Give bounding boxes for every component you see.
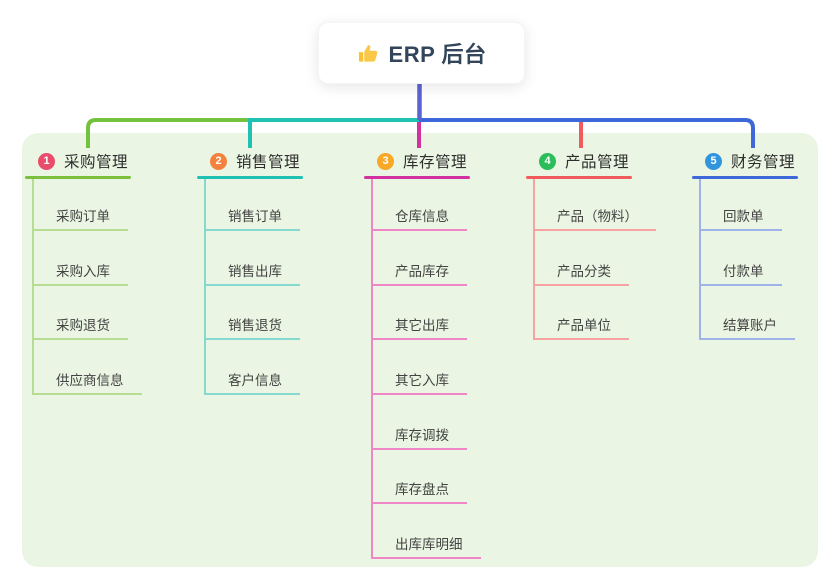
section-item[interactable]: 客户信息 xyxy=(204,371,300,395)
section-item[interactable]: 销售退货 xyxy=(204,316,300,340)
section-trunk-line xyxy=(371,179,373,559)
section-title-4[interactable]: 4 产品管理 xyxy=(539,151,629,171)
section-title-3[interactable]: 3 库存管理 xyxy=(377,151,467,171)
section-title-label: 库存管理 xyxy=(403,154,468,171)
section-number-badge: 3 xyxy=(377,152,394,170)
section-number-badge: 1 xyxy=(38,152,55,170)
section-item[interactable]: 其它入库 xyxy=(371,371,467,395)
section-item[interactable]: 回款单 xyxy=(699,207,782,231)
section-title-underline xyxy=(197,176,303,179)
section-item[interactable]: 仓库信息 xyxy=(371,207,467,231)
section-item[interactable]: 库存盘点 xyxy=(371,480,467,504)
section-item[interactable]: 采购入库 xyxy=(32,262,128,286)
section-item[interactable]: 销售订单 xyxy=(204,207,300,231)
section-trunk-line xyxy=(32,179,34,395)
mindmap-panel xyxy=(22,133,818,567)
section-item[interactable]: 结算账户 xyxy=(699,316,795,340)
section-trunk-line xyxy=(204,179,206,395)
section-title-label: 销售管理 xyxy=(236,154,301,171)
section-title-underline xyxy=(25,176,131,179)
section-item[interactable]: 产品（物料） xyxy=(533,207,656,231)
root-node-label: ERP 后台 xyxy=(388,42,487,67)
section-item[interactable]: 产品单位 xyxy=(533,316,629,340)
section-item[interactable]: 产品分类 xyxy=(533,262,629,286)
section-title-underline xyxy=(692,176,798,179)
section-trunk-line xyxy=(699,179,701,340)
section-item[interactable]: 产品库存 xyxy=(371,262,467,286)
section-number-badge: 2 xyxy=(210,152,227,170)
section-item[interactable]: 出库库明细 xyxy=(371,535,481,559)
section-title-label: 财务管理 xyxy=(731,154,796,171)
section-title-1[interactable]: 1 采购管理 xyxy=(38,151,128,171)
section-item[interactable]: 销售出库 xyxy=(204,262,300,286)
section-title-label: 采购管理 xyxy=(64,154,129,171)
section-number-badge: 5 xyxy=(705,152,722,170)
mindmap-root-node[interactable]: ERP 后台 xyxy=(318,22,525,84)
section-item[interactable]: 库存调拨 xyxy=(371,426,467,450)
section-item[interactable]: 供应商信息 xyxy=(32,371,142,395)
section-title-5[interactable]: 5 财务管理 xyxy=(705,151,795,171)
section-item[interactable]: 其它出库 xyxy=(371,316,467,340)
section-item[interactable]: 付款单 xyxy=(699,262,782,286)
section-number-badge: 4 xyxy=(539,152,556,170)
section-title-underline xyxy=(364,176,470,179)
section-title-underline xyxy=(526,176,632,179)
thumbs-up-icon xyxy=(357,42,380,65)
section-item[interactable]: 采购退货 xyxy=(32,316,128,340)
section-item[interactable]: 采购订单 xyxy=(32,207,128,231)
section-title-2[interactable]: 2 销售管理 xyxy=(210,151,300,171)
section-title-label: 产品管理 xyxy=(565,154,630,171)
section-trunk-line xyxy=(533,179,535,340)
